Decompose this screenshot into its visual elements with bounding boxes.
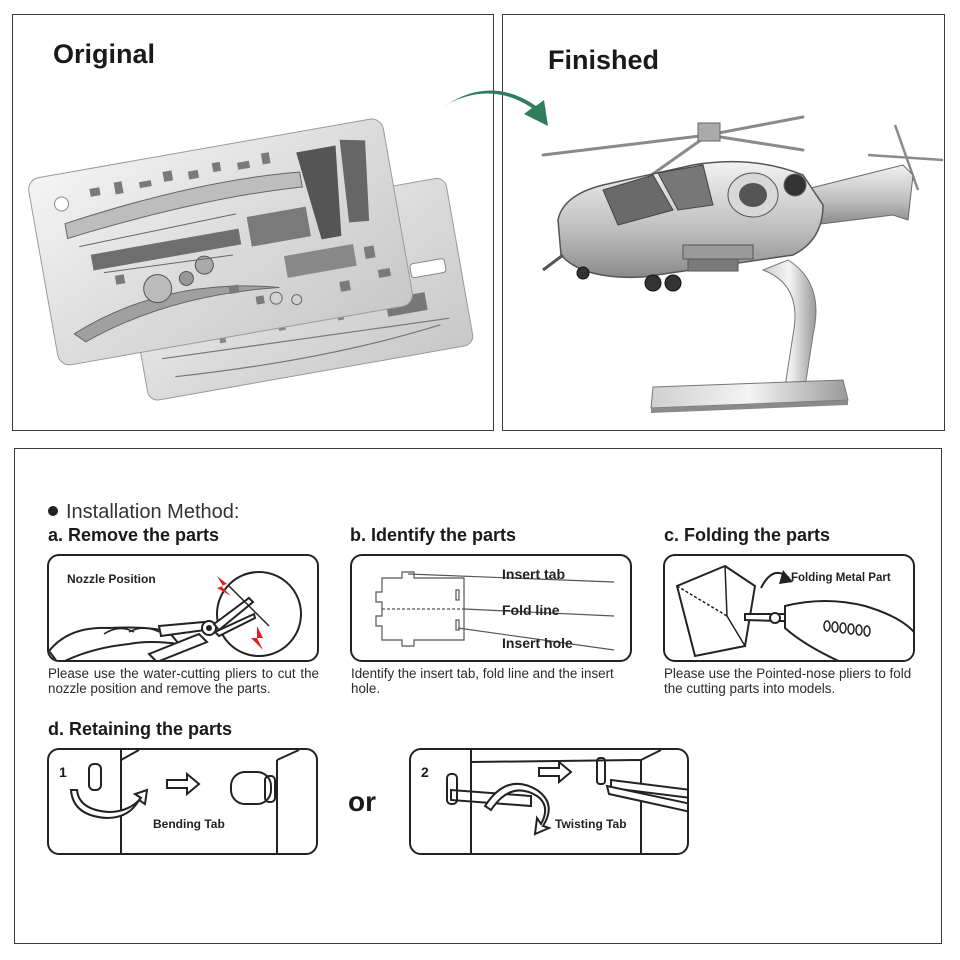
step-2-number: 2 [421, 764, 429, 780]
folding-metal-part-label: Folding Metal Part [791, 572, 891, 584]
finished-panel: Finished [502, 14, 945, 431]
folding-parts-box: Folding Metal Part [663, 554, 915, 662]
identify-parts-box: Insert tab Fold line Insert hole [350, 554, 632, 662]
section-d-title: d. Retaining the parts [48, 719, 233, 739]
insert-tab-label: Insert tab [502, 566, 566, 582]
part-diagram-illustration [375, 571, 615, 651]
bending-tab-illustration [69, 750, 300, 853]
bullet-icon [48, 505, 58, 516]
twisting-tab-box: 2 Twisting Tab [409, 748, 689, 855]
section-a-desc: Please use the water-cutting pliers to c… [48, 666, 319, 696]
insert-hole-label: Insert hole [502, 635, 573, 651]
bending-tab-box: 1 Bending Tab [47, 748, 318, 855]
installation-heading: Installation Method: [48, 501, 239, 524]
twisting-tab-illustration [446, 750, 687, 853]
section-b-title: b. Identify the parts [350, 525, 517, 545]
nozzle-position-label: Nozzle Position [67, 572, 156, 586]
section-c-title: c. Folding the parts [664, 525, 831, 545]
remove-parts-box: Nozzle Position [47, 554, 319, 662]
fold-line-label: Fold line [502, 602, 560, 618]
original-title: Original [53, 39, 156, 69]
step-1-number: 1 [59, 764, 67, 780]
section-a-title: a. Remove the parts [48, 525, 220, 545]
finished-title: Finished [548, 45, 660, 75]
helicopter-model-image [541, 115, 944, 413]
curved-arrow-icon [444, 90, 548, 126]
twisting-tab-label: Twisting Tab [555, 817, 627, 831]
section-c-desc: Please use the Pointed-nose pliers to fo… [664, 666, 912, 696]
pliers-cut-illustration [49, 571, 302, 660]
or-label: or [348, 786, 376, 817]
bending-tab-label: Bending Tab [153, 817, 225, 831]
original-panel: Original [12, 14, 494, 431]
folding-illustration [675, 564, 913, 660]
installation-panel [14, 448, 942, 944]
section-b-desc: Identify the insert tab, fold line and t… [351, 666, 614, 696]
metal-sheets-image [28, 118, 474, 401]
